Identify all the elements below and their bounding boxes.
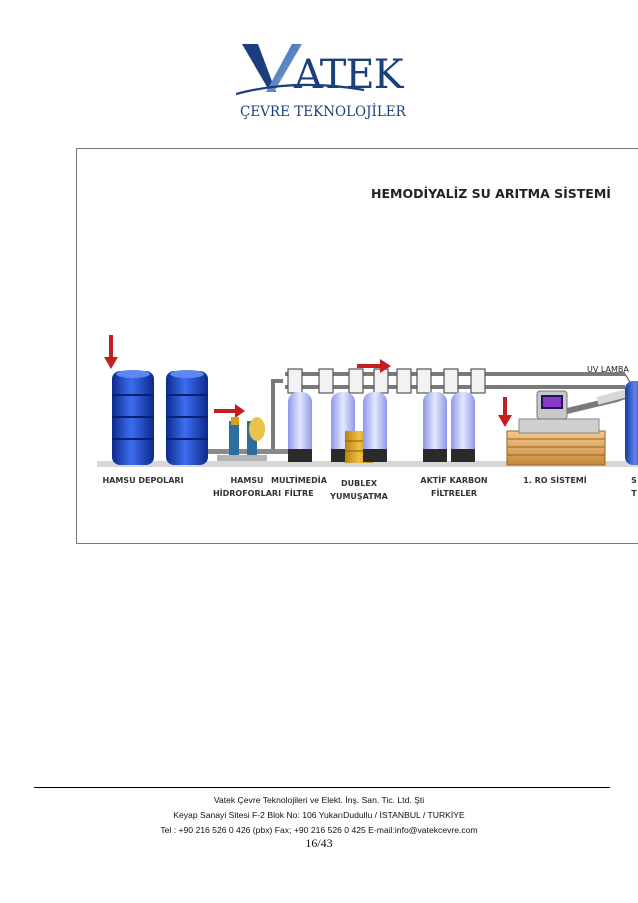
footer-address: Keyap Sanayi Sitesi F-2 Blok No: 106 Yuk…	[173, 810, 465, 820]
label-carbon-2: FİLTRELER	[431, 488, 477, 498]
carbon-filter-vessel-1	[423, 392, 447, 462]
label-storage-2: T	[631, 489, 637, 498]
inlet-arrow-icon	[104, 335, 118, 369]
page-number: 16/43	[305, 836, 333, 850]
softener-vessel-2	[363, 392, 387, 462]
label-ro-system: 1. RO SİSTEMİ	[523, 475, 587, 485]
label-hydrophore-2: HİDROFORLARI	[213, 488, 281, 498]
flow-arrow-icon	[498, 397, 512, 427]
ro-system-unit	[506, 390, 606, 466]
raw-water-tank-1	[112, 370, 154, 465]
storage-tank	[625, 381, 638, 465]
uv-lamp-label: UV LAMBA	[587, 365, 629, 374]
label-raw-water-tanks: HAMSU DEPOLARI	[102, 476, 183, 485]
flow-arrow-icon	[357, 359, 391, 373]
label-hydrophore-1: HAMSU	[230, 476, 263, 485]
water-treatment-diagram: HEMODİYALİZ SU ARITMA SİSTEMİ	[76, 148, 638, 544]
multimedia-filter-vessel	[288, 392, 312, 462]
logo-tagline: ÇEVRE TEKNOLOJİLERİ	[240, 103, 406, 120]
footer-company: Vatek Çevre Teknolojileri ve Elekt. İnş.…	[213, 795, 425, 805]
floor-shadow	[97, 461, 638, 467]
carbon-filter-vessel-2	[451, 392, 475, 462]
label-softener-2: YUMUŞATMA	[329, 492, 388, 501]
footer-rule	[34, 787, 610, 788]
label-multimedia-1: MULTİMEDİA	[271, 475, 328, 485]
label-storage-1: S	[631, 476, 637, 485]
label-carbon-1: AKTİF KARBON	[420, 475, 487, 485]
manifold-valves	[287, 368, 486, 394]
label-softener-1: DUBLEX	[341, 479, 378, 488]
flow-arrow-icon	[214, 404, 245, 418]
logo-wordmark: ATEK	[293, 52, 405, 98]
hydrophore-pump-unit	[217, 417, 267, 461]
footer-contact: Tel : +90 216 526 0 426 (pbx) Fax; +90 2…	[160, 825, 478, 835]
diagram-title: HEMODİYALİZ SU ARITMA SİSTEMİ	[371, 186, 611, 201]
label-multimedia-2: FİLTRE	[284, 488, 313, 498]
raw-water-tank-2	[166, 370, 208, 465]
company-logo: ATEK ÇEVRE TEKNOLOJİLERİ	[236, 38, 406, 124]
